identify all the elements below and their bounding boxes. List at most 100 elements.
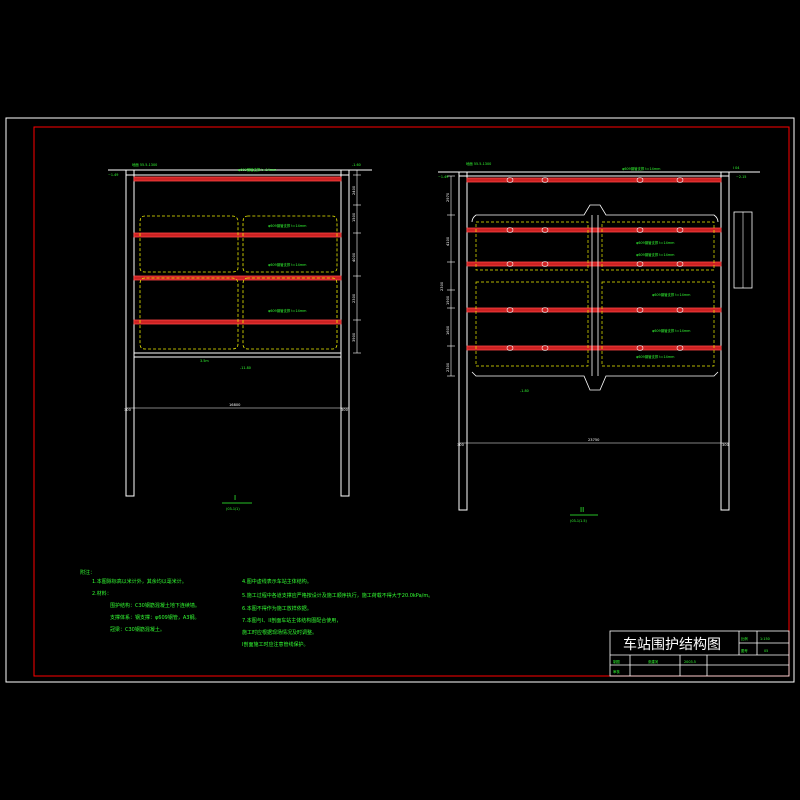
strut	[466, 345, 722, 351]
coupler	[676, 177, 684, 183]
station-roof	[471, 204, 719, 223]
wall-right	[340, 169, 350, 497]
station-outline	[471, 204, 719, 391]
station-box-lower-right	[242, 277, 338, 350]
top-note: 地面 55.5-1300	[132, 162, 157, 167]
coupler	[636, 261, 644, 267]
vertical-dim-ticks	[353, 174, 361, 354]
vertical-dim-label: 2300	[352, 293, 356, 303]
coupler	[676, 307, 684, 313]
coupler	[636, 177, 644, 183]
top-note: 地面 55.5-1300	[466, 161, 491, 166]
strut-label: φ609钢管支撑 t=14mm	[636, 354, 675, 359]
vertical-dim-label: 1900	[446, 295, 450, 305]
draw-name: 张建河	[648, 659, 659, 664]
section-tag: I	[234, 494, 236, 502]
station-floor	[471, 371, 719, 391]
note-line: I剖面施工时应注意管线保护。	[242, 641, 308, 648]
strut	[133, 275, 342, 281]
strut	[133, 232, 342, 238]
strut-label: φ609钢管支撑 t=14mm	[238, 167, 277, 172]
note-line: 支撑体系：钢支撑：φ609钢管，A3钢。	[110, 614, 199, 621]
station-outline	[139, 215, 338, 350]
note-line: 施工时应根据现场情况及时调整。	[242, 629, 317, 636]
vertical-dim-label: 1600	[446, 325, 450, 335]
width-dim-label: 16800	[229, 403, 241, 407]
bottom-mark: -1.80	[520, 389, 529, 393]
strut-label: φ609钢管支撑 t=14mm	[652, 292, 691, 297]
vertical-dim-label: 1500	[352, 212, 356, 222]
strut	[466, 307, 722, 313]
strut-label: φ609钢管支撑 t=14mm	[268, 262, 307, 267]
coupler	[676, 345, 684, 351]
coupler	[676, 261, 684, 267]
section-1: 16800 300 300 2400 1500 4000 2300 3900 地…	[108, 162, 372, 511]
note-line: 1.本图除标高以米计外，其余均以毫米计。	[92, 578, 187, 585]
note-line: 冠梁：C30钢筋混凝土。	[110, 626, 165, 633]
title-block	[609, 630, 790, 677]
station-box-upper-right	[242, 215, 338, 273]
sheet-border-inner	[33, 126, 790, 677]
title-block-frame	[609, 630, 790, 677]
strut-label: φ609钢管支撑 t=14mm	[268, 223, 307, 228]
strut-label: φ609钢管支撑 t=14mm	[652, 328, 691, 333]
station-box-lower-left	[475, 281, 589, 367]
strut-label: φ609钢管支撑 t=14mm	[622, 166, 661, 171]
section-2: 23750 300 300 2970 4100 2300 1900 1600 2…	[438, 161, 760, 523]
coupler	[506, 177, 514, 183]
struts	[133, 176, 342, 325]
notes: 附注： 1.本图除标高以米计外，其余均以毫米计。 2.材料： 围护结构：C30钢…	[80, 569, 433, 648]
sheet-label: 图号	[741, 648, 748, 653]
sheet-border-outer	[5, 117, 795, 683]
note-line: 5.施工过程中各道支撑应严格按设计及施工顺序执行，施工荷载不得大于20.0kPa…	[242, 592, 433, 599]
strut-label: φ609钢管支撑 t=14mm	[268, 308, 307, 313]
station-inner-outline	[475, 221, 715, 367]
coupler	[676, 227, 684, 233]
vertical-dim-label: 3900	[352, 332, 356, 342]
strut	[466, 177, 722, 183]
width-dim-label: 23750	[588, 438, 600, 442]
date-value: 2003.5	[684, 660, 696, 664]
scale-value: 1:150	[760, 637, 770, 641]
vertical-dim-label: 2300	[446, 362, 450, 372]
top-left-mark: ~1.49	[108, 173, 118, 177]
right-offset-label: 300	[341, 408, 349, 412]
strut-label: φ609钢管支撑 t=14mm	[636, 240, 675, 245]
strut	[466, 227, 722, 233]
coupler	[506, 261, 514, 267]
station-box-upper-left	[139, 215, 239, 273]
coupler	[636, 227, 644, 233]
coupler	[541, 345, 549, 351]
vertical-dim-label: 2300	[440, 281, 444, 291]
strut	[466, 261, 722, 267]
sheet-value: 05	[764, 649, 768, 653]
right-offset-label: 300	[722, 443, 730, 447]
vertical-dim-ticks	[447, 175, 455, 377]
strut-couplers	[506, 177, 684, 351]
section-ref: (03-1/1)	[226, 507, 240, 511]
note-line: 7.本图与I、II剖面车站主体结构图配合使用，	[242, 617, 341, 624]
bottom-note: 3.5m	[200, 359, 209, 363]
station-box-lower-right	[601, 281, 715, 367]
wall-left	[458, 171, 468, 511]
draw-label: 制图	[613, 659, 620, 664]
struts	[466, 177, 722, 351]
vertical-dim-label: 2400	[352, 185, 356, 195]
note-line: 4.图中虚线表示车站主体结构。	[242, 578, 312, 585]
coupler	[541, 307, 549, 313]
coupler	[506, 307, 514, 313]
right-tag: I 04	[733, 166, 739, 170]
strut	[133, 319, 342, 325]
coupler	[506, 227, 514, 233]
note-line: 围护结构：C30钢筋混凝土地下连续墙。	[110, 602, 200, 609]
top-right-mark: -1.60	[352, 163, 361, 167]
note-line: 2.材料：	[92, 590, 112, 597]
top-left-mark: ~1.49	[438, 175, 448, 179]
wall-right	[720, 171, 730, 511]
drawing-title: 车站围护结构图	[623, 636, 721, 653]
vertical-dim-label: 2970	[446, 192, 450, 202]
notes-heading: 附注：	[80, 569, 95, 576]
strut	[133, 176, 342, 182]
coupler	[541, 177, 549, 183]
